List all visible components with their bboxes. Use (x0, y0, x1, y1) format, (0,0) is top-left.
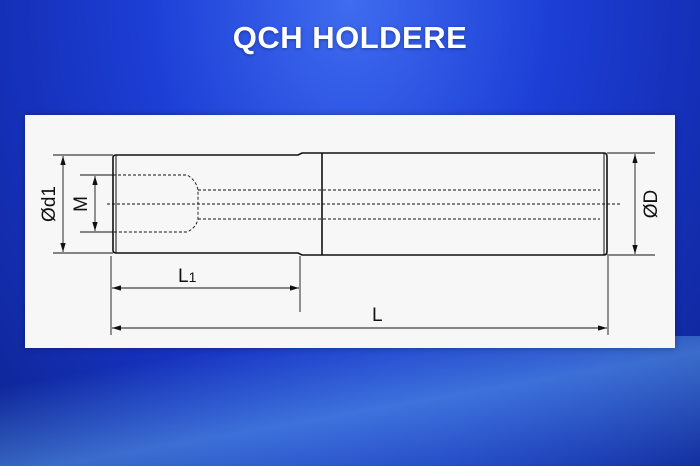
l-label: L (372, 305, 383, 326)
hidden-bore-lines (107, 174, 622, 233)
drawing-panel (25, 115, 675, 348)
page-title: QCH HOLDERE (232, 20, 468, 55)
d1-label: Ød1 (39, 186, 60, 222)
d-label: ØD (641, 190, 662, 219)
m-label: M (71, 196, 92, 212)
background-wave (0, 336, 700, 466)
dimension-lines (53, 152, 655, 335)
l1-label: L1 (178, 266, 197, 287)
